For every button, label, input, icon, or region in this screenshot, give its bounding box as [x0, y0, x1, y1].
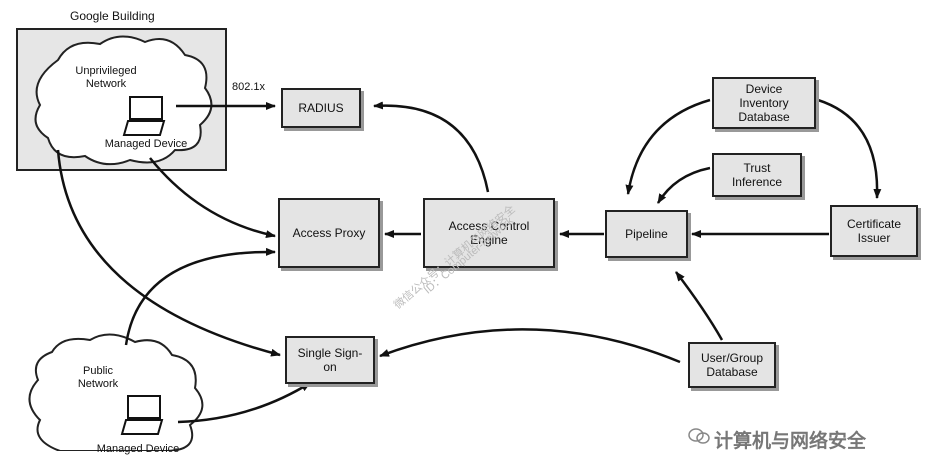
- edge-public-to-proxy: [124, 247, 276, 346]
- public-network-cloud: [28, 333, 204, 451]
- edge-usergroup-to-sso: [379, 328, 681, 364]
- single-sign-on-node: Single Sign- on: [285, 336, 375, 384]
- unprivileged-network-label: Unprivileged Network: [75, 65, 137, 90]
- edge-ace-to-radius: [373, 101, 490, 193]
- dot1x-label: 802.1x: [232, 81, 266, 93]
- laptop-top-icon: [122, 96, 166, 136]
- device-inventory-database-node: Device Inventory Database: [712, 77, 816, 129]
- edge-usergroup-to-pipeline: [675, 271, 724, 341]
- edge-cloud-to-sso: [56, 149, 281, 357]
- access-control-engine-node: Access Control Engine: [423, 198, 555, 268]
- wechat-icon: [688, 428, 710, 444]
- managed-device-top-label: Managed Device: [104, 138, 188, 150]
- user-group-database-node: User/Group Database: [688, 342, 776, 388]
- radius-node: RADIUS: [281, 88, 361, 128]
- google-building-title: Google Building: [70, 9, 155, 23]
- public-network-label: Public Network: [77, 365, 119, 390]
- unprivileged-network-cloud: [34, 35, 213, 166]
- managed-device-bottom-label: Managed Device: [96, 443, 180, 455]
- laptop-bottom-icon: [120, 395, 164, 435]
- pipeline-node: Pipeline: [605, 210, 688, 258]
- access-proxy-node: Access Proxy: [278, 198, 380, 268]
- certificate-issuer-node: Certificate Issuer: [830, 205, 918, 257]
- watermark-text: 计算机与网络安全: [714, 431, 867, 452]
- edge-trust-to-pipeline: [656, 166, 711, 204]
- trust-inference-node: Trust Inference: [712, 153, 802, 197]
- edge-public-to-sso: [177, 381, 311, 424]
- edge-device-to-proxy: [149, 157, 276, 239]
- edge-inventory-to-pipeline: [625, 98, 711, 195]
- edge-inventory-to-cert: [817, 98, 882, 199]
